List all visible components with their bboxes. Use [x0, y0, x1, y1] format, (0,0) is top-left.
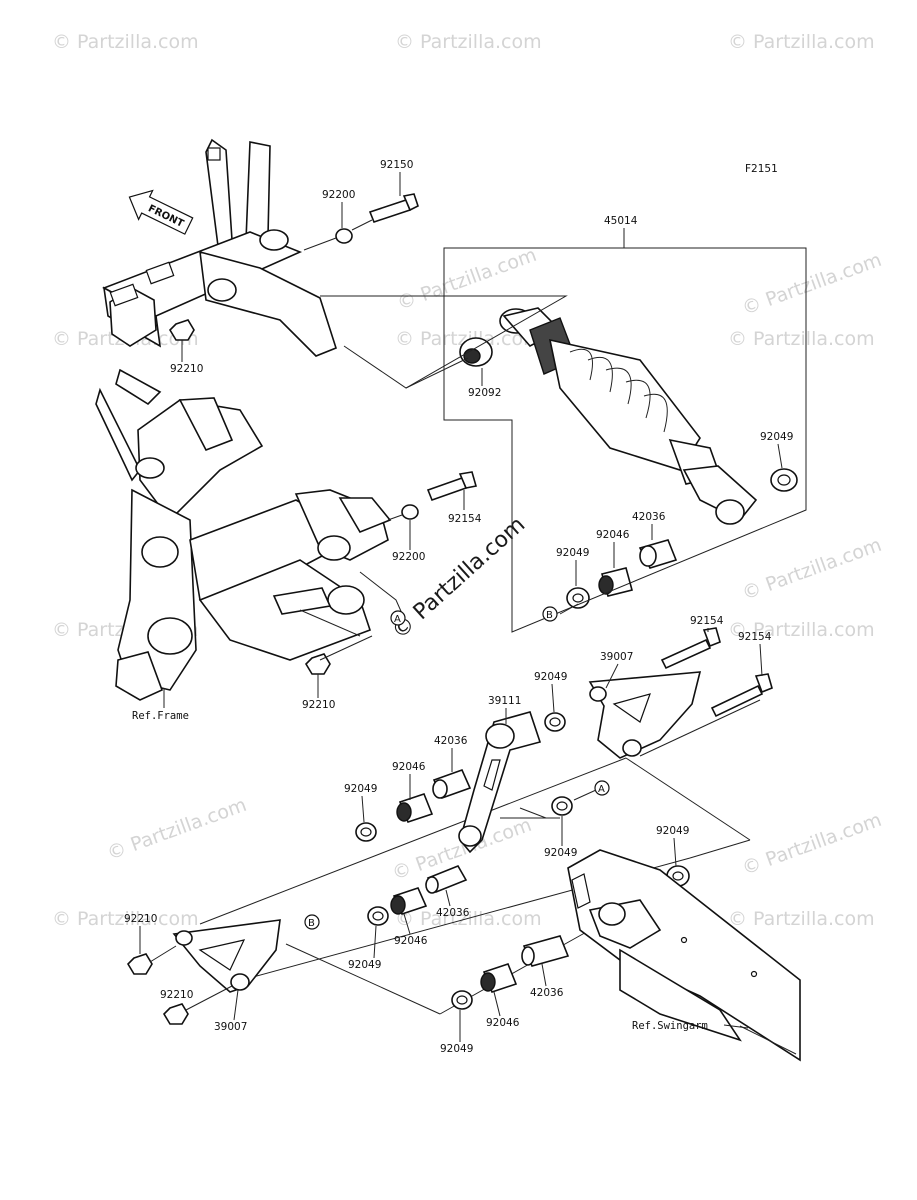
watermark: © Partzilla.com — [739, 809, 884, 880]
part-label: 92200 — [392, 551, 425, 563]
part-label: 92210 — [124, 913, 157, 925]
watermark: © Partzilla.com — [739, 534, 884, 605]
part-label: 92210 — [160, 989, 193, 1001]
part-label: 92154 — [690, 615, 724, 627]
part-label: 92092 — [468, 387, 501, 399]
part-labels: 92150 92200 92210 45014 92092 92049 4203… — [124, 159, 793, 1055]
callout-b-shock: B — [542, 606, 558, 622]
part-label: 92046 — [392, 761, 426, 773]
part-label: 92049 — [544, 847, 577, 859]
part-label: 42036 — [436, 907, 470, 919]
watermark: © Partzilla.com — [104, 794, 249, 865]
part-label: 42036 — [530, 987, 564, 999]
upper-hardware — [168, 193, 478, 675]
ref-swingarm-label: Ref.Swingarm — [632, 1020, 708, 1032]
watermark: © Partzilla.com — [728, 328, 875, 350]
part-label: 92049 — [440, 1043, 473, 1055]
part-label: 92049 — [534, 671, 567, 683]
part-label: 45014 — [604, 215, 638, 227]
svg-text:B: B — [308, 918, 315, 929]
svg-text:A: A — [394, 614, 401, 625]
part-label: 92210 — [302, 699, 335, 711]
callout-a-top: A — [390, 610, 406, 626]
part-label: 92049 — [556, 547, 589, 559]
part-label: 39007 — [600, 651, 633, 663]
part-label: 92049 — [656, 825, 689, 837]
part-label: 92049 — [760, 431, 793, 443]
watermark: © Partzilla.com — [728, 619, 875, 641]
part-label: 92200 — [322, 189, 355, 201]
part-label: 92049 — [348, 959, 381, 971]
part-label: 39111 — [488, 695, 521, 707]
part-label: 92150 — [380, 159, 413, 171]
callout-a-rocker: A — [594, 780, 610, 796]
watermark: © Partzilla.com — [395, 31, 542, 53]
part-label: 92210 — [170, 363, 203, 375]
watermark: © Partzilla.com — [52, 908, 199, 930]
part-label: 92154 — [448, 513, 482, 525]
front-arrow-icon: FRONT — [128, 189, 194, 235]
watermark: © Partzilla.com — [52, 31, 199, 53]
part-label: 92046 — [596, 529, 630, 541]
part-label: 42036 — [434, 735, 468, 747]
part-label: 92154 — [738, 631, 772, 643]
watermark: © Partzilla.com — [728, 908, 875, 930]
svg-text:A: A — [598, 784, 605, 795]
watermark: © Partzilla.com — [728, 31, 875, 53]
part-label: 92046 — [486, 1017, 520, 1029]
part-label: 42036 — [632, 511, 666, 523]
callout-b-lower: B — [304, 914, 320, 930]
watermark: © Partzilla.com — [395, 908, 542, 930]
figure-code: F2151 — [745, 163, 778, 175]
watermark: © Partzilla.com — [394, 244, 539, 315]
shock-absorber — [459, 307, 798, 609]
frame-illustration — [95, 138, 392, 701]
watermark: © Partzilla.com — [739, 249, 884, 320]
part-label: 92049 — [344, 783, 377, 795]
part-label: 39007 — [214, 1021, 247, 1033]
ref-frame-label: Ref.Frame — [132, 710, 189, 722]
svg-text:B: B — [546, 610, 553, 621]
shock-bracket-lines — [320, 228, 807, 633]
part-label: 92046 — [394, 935, 428, 947]
center-watermark: © Partzilla.com — [387, 512, 530, 644]
swingarm-illustration — [567, 849, 801, 1062]
